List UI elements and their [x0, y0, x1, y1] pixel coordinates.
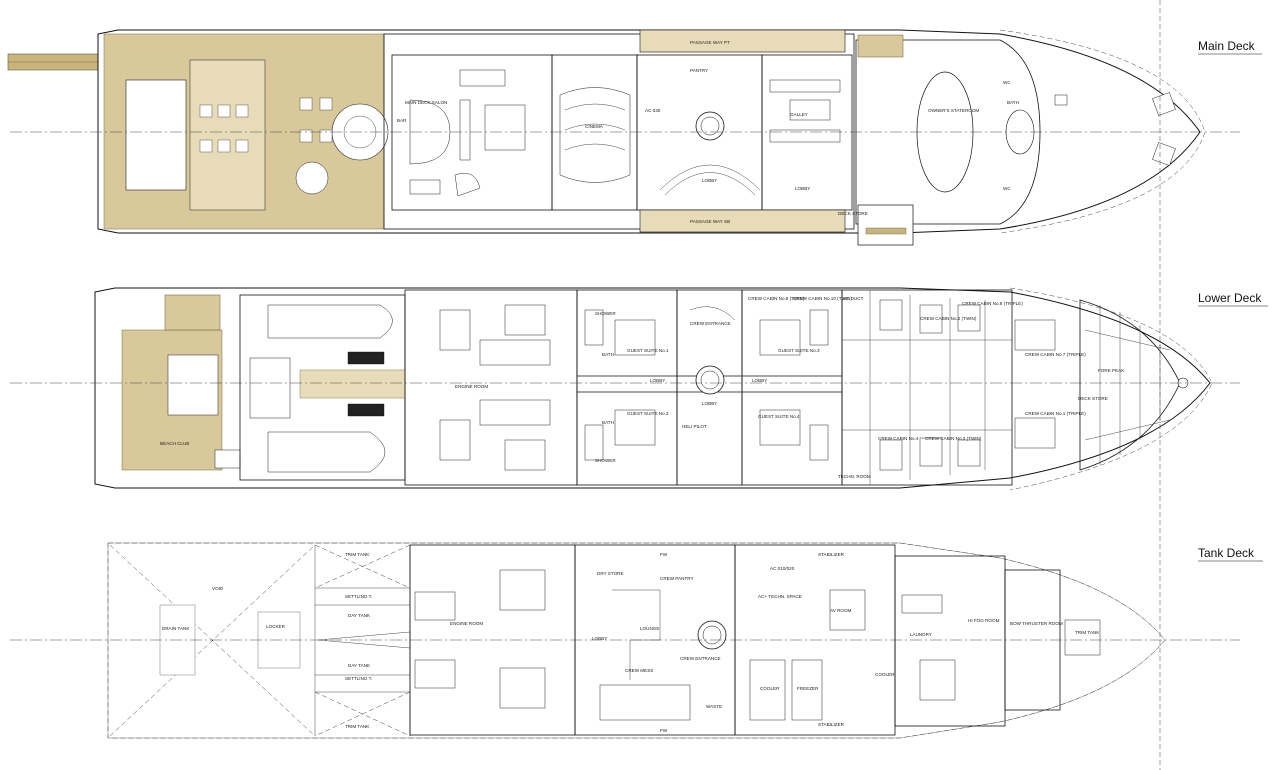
label-dry-store: DRY STORE	[597, 571, 624, 576]
label-crew-cabin-8: CREW CABIN No.8 (TRIPLE)	[962, 301, 1023, 306]
label-wc-1: WC	[1003, 80, 1011, 85]
label-crew-pantry: CREW PANTRY	[660, 576, 694, 581]
label-stabilizer-sb: STABILIZER	[818, 722, 845, 727]
label-pantry: PANTRY	[690, 68, 708, 73]
label-ac-030: AC 030	[645, 108, 661, 113]
label-techn-space: AC+ TECHN. SPACE	[758, 594, 802, 599]
label-laundry: LAUNDRY	[910, 632, 932, 637]
label-salon: MAIN DECK SALON	[405, 100, 447, 105]
label-void: VOID	[212, 586, 224, 591]
tank-deck-labels: VOID LOCKER DRAIN TANK TRIM TANK TRIM TA…	[162, 552, 1100, 733]
label-deck-store-lower: DECK STORE	[1078, 396, 1108, 401]
label-settling-pt: SETTLING T.	[345, 594, 372, 599]
label-deck-store: DECK STORE	[838, 211, 868, 216]
label-crew-entrance-tank: CREW ENTRANCE	[680, 656, 721, 661]
lower-deck-labels: BEACH CLUB ENGINE ROOM SHOWER SHOWER BAT…	[160, 296, 1125, 479]
label-shower-2: SHOWER	[595, 458, 616, 463]
label-lobby-1: LOBBY	[650, 378, 665, 383]
label-lobby-3: LOBBY	[752, 378, 767, 383]
label-hi-fog-room: HI FOG ROOM	[968, 618, 1000, 623]
label-crew-cabin-2: CREW CABIN No.2 (TWIN)	[920, 316, 977, 321]
label-guest-suite-4: GUEST SUITE No.4	[758, 414, 800, 419]
label-heli-pilot: HELI PILOT	[682, 424, 707, 429]
label-owners-stateroom: OWNER'S STATEROOM	[928, 108, 979, 113]
label-av-room: AV ROOM	[830, 608, 852, 613]
label-cinema: CINEMA	[585, 124, 604, 129]
label-cooler-2: COOLER	[875, 672, 895, 677]
label-lobby-2: LOBBY	[795, 186, 810, 191]
label-trim-tank-sb: TRIM TANK	[345, 724, 370, 729]
label-guest-suite-3: GUEST SUITE No.3	[778, 348, 820, 353]
label-fw-sb: FW	[660, 728, 668, 733]
label-crew-cabin-10: CREW CABIN No.10 (TWIN)	[793, 296, 852, 301]
label-crew-mess: CREW MESS	[625, 668, 653, 673]
main-deck-labels: PASSAGE WAY PT PASSAGE WAY SB PANTRY GAL…	[397, 40, 1019, 224]
lower-deck-plan	[10, 287, 1240, 491]
label-guest-suite-1: GUEST SUITE No.1	[627, 348, 669, 353]
label-passage-pt: PASSAGE WAY PT	[690, 40, 730, 45]
label-lobby-2: LOBBY	[702, 401, 717, 406]
label-drain-tank: DRAIN TANK	[162, 626, 190, 631]
label-day-tank-sb: DAY TANK	[348, 663, 371, 668]
label-freezer: FREEZER	[797, 686, 819, 691]
tank-deck-plan	[10, 542, 1240, 739]
label-crew-cabin-1: CREW CABIN No.1 (TRIPLE)	[1025, 411, 1086, 416]
label-trim-tank-fwd: TRIM TANK	[1075, 630, 1100, 635]
label-crew-cabin-9: CREW CABIN No.9 (TWIN)	[748, 296, 805, 301]
label-beach-club: BEACH CLUB	[160, 441, 189, 446]
lower-deck-title: Lower Deck	[1198, 291, 1262, 305]
label-trim-tank-pt: TRIM TANK	[345, 552, 370, 557]
label-bath-2: BATH	[602, 420, 614, 425]
label-locker: LOCKER	[266, 624, 286, 629]
label-lobby: LOBBY	[702, 178, 717, 183]
tank-deck-title: Tank Deck	[1198, 546, 1255, 560]
label-shower-1: SHOWER	[595, 311, 616, 316]
label-crew-cabin-4: CREW CABIN No.4	[878, 436, 919, 441]
label-lounge: LOUNGE	[640, 626, 659, 631]
label-waste: WASTE	[706, 704, 722, 709]
label-wc-2: WC	[1003, 186, 1011, 191]
main-deck-plan	[7, 29, 1240, 246]
label-fw-pt: FW	[660, 552, 668, 557]
label-lobby-tank: LOBBY	[592, 636, 607, 641]
label-fore-peak: FORE PEAK	[1098, 368, 1125, 373]
main-deck-title: Main Deck	[1198, 39, 1256, 53]
label-settling-sb: SETTLING T.	[345, 676, 372, 681]
label-techn-room: TECHN. ROOM	[838, 474, 871, 479]
label-engine-room: ENGINE ROOM	[455, 384, 488, 389]
label-crew-entrance: CREW ENTRANCE	[690, 321, 731, 326]
label-day-tank-pt: DAY TANK	[348, 613, 371, 618]
label-ac-duct: AC DUCT	[843, 296, 864, 301]
label-crew-cabin-3: CREW CABIN No.3 (TWIN)	[925, 436, 982, 441]
label-guest-suite-2: GUEST SUITE No.2	[627, 411, 669, 416]
label-bow-thruster: BOW THRUSTER ROOM	[1010, 621, 1063, 626]
label-passage-sb: PASSAGE WAY SB	[690, 219, 730, 224]
label-bath: BATH	[1007, 100, 1019, 105]
label-crew-cabin-7: CREW CABIN No.7 (TRIPLE)	[1025, 352, 1086, 357]
label-engine-room-tank: ENGINE ROOM	[450, 621, 483, 626]
label-stabilizer-pt: STABILIZER	[818, 552, 845, 557]
label-bar: BAR	[397, 118, 407, 123]
label-galley: GALLEY	[790, 112, 808, 117]
label-ac-010-020: AC 010/020	[770, 566, 795, 571]
label-bath-1: BATH	[602, 352, 614, 357]
label-cooler-1: COOLER	[760, 686, 780, 691]
